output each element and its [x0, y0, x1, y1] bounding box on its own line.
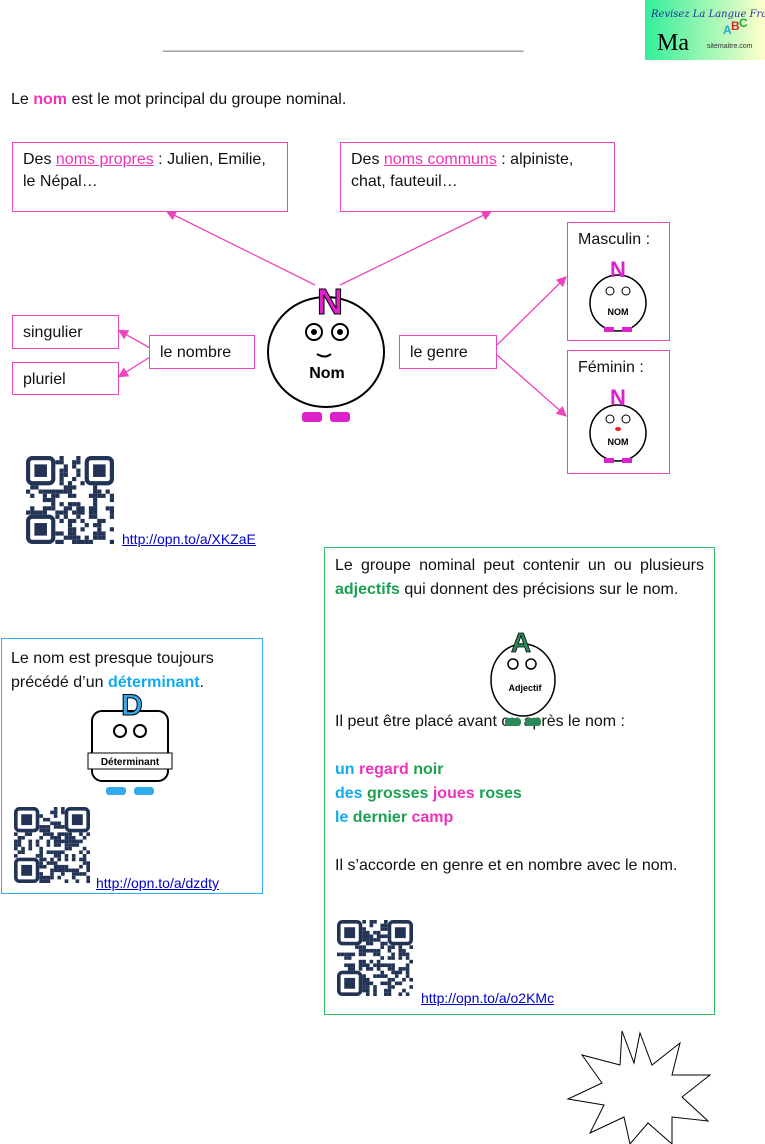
plural-box: pluriel	[12, 362, 119, 395]
proper-examples: : Julien, Emilie, le Népal…	[23, 151, 266, 190]
determinant-end: .	[199, 674, 204, 691]
ex3-noun: camp	[411, 809, 454, 826]
determinant-text: Le nom est presque toujours précédé d’un	[11, 650, 214, 691]
qr-code-determinant[interactable]	[13, 806, 90, 891]
header-line: ________________________________________…	[163, 38, 524, 52]
determinant-box: Le nom est presque toujours précédé d’un…	[1, 638, 263, 894]
ex1-noun: regard	[359, 761, 409, 778]
ex2-noun: joues	[432, 785, 475, 802]
svg-text:Ma: Ma	[657, 30, 689, 56]
example-1: un regard noir	[335, 758, 704, 782]
example-3: le dernier camp	[335, 806, 704, 830]
adjective-paragraph-2: Il peut être placé avant ou après le nom…	[335, 713, 625, 730]
svg-text:NOM: NOM	[608, 437, 629, 447]
proper-prefix: Des	[23, 151, 56, 168]
svg-text:A: A	[723, 23, 732, 37]
intro-before: Le	[11, 91, 34, 108]
svg-text:A: A	[511, 627, 531, 658]
intro-text: Le nom est le mot principal du groupe no…	[11, 91, 346, 109]
masculine-box: Masculin : N NOM	[567, 222, 670, 341]
svg-text:D: D	[121, 691, 143, 722]
masculine-label: Masculin :	[578, 231, 651, 248]
logo-image: Revisez La Langue Française Ma ABC sitem…	[650, 9, 765, 56]
svg-text:Déterminant: Déterminant	[101, 757, 160, 768]
gender-box: le genre	[399, 335, 497, 369]
feminine-character-icon: N NOM	[589, 385, 647, 463]
svg-text:Nom: Nom	[309, 365, 345, 382]
feminine-box: Féminin : N NOM	[567, 350, 670, 474]
diagram-arrows	[117, 210, 567, 417]
singular-box: singulier	[12, 315, 119, 349]
adjective-paragraph-3: Il s’accorde en genre et en nombre avec …	[335, 857, 678, 874]
intro-keyword: nom	[33, 91, 68, 108]
determinant-keyword: déterminant	[107, 674, 200, 691]
adjective-box: Le groupe nominal peut contenir un ou pl…	[324, 547, 715, 1015]
qr-code-nom[interactable]	[25, 455, 115, 549]
logo: Revisez La Langue Française Ma ABC sitem…	[645, 0, 765, 60]
svg-text:C: C	[739, 16, 748, 30]
svg-text:N: N	[610, 257, 626, 282]
feminine-label: Féminin :	[578, 359, 644, 376]
adjective-paragraph-1: Le groupe nominal peut contenir un ou pl…	[335, 554, 704, 602]
link-determinant[interactable]: http://opn.to/a/dzdty	[96, 875, 219, 891]
svg-text:NOM: NOM	[608, 307, 629, 317]
qr-code-adjectif[interactable]	[336, 919, 413, 1004]
svg-text:Revisez La Langue Française: Revisez La Langue Française	[650, 9, 765, 20]
svg-text:sitemaitre.com: sitemaitre.com	[707, 43, 753, 50]
p1-after: qui donnent des précisions sur le nom.	[399, 581, 679, 598]
ex2-adj1: grosses	[367, 785, 429, 802]
ex2-det: des	[335, 785, 363, 802]
common-keyword: noms communs	[383, 151, 497, 168]
ex1-det: un	[335, 761, 355, 778]
proper-keyword: noms propres	[55, 151, 154, 168]
common-examples: : alpiniste, chat, fauteuil…	[351, 151, 574, 190]
p1-before: Le groupe nominal peut contenir un ou pl…	[335, 557, 704, 574]
svg-text:N: N	[610, 385, 626, 410]
ex3-det: le	[335, 809, 349, 826]
masculine-character-icon: N NOM	[589, 257, 647, 332]
determinant-character-icon: D Déterminant	[87, 691, 173, 795]
proper-nouns-box: Des noms propres : Julien, Emilie, le Né…	[12, 142, 288, 212]
ex2-adj2: roses	[479, 785, 522, 802]
intro-after: est le mot principal du groupe nominal.	[67, 91, 347, 108]
number-box: le nombre	[149, 335, 255, 369]
example-2: des grosses joues roses	[335, 782, 704, 806]
ex1-adj: noir	[413, 761, 444, 778]
starburst-shape	[566, 1030, 712, 1144]
common-prefix: Des	[351, 151, 384, 168]
svg-text:Adjectif: Adjectif	[508, 683, 542, 693]
link-nom[interactable]: http://opn.to/a/XKZaE	[122, 531, 256, 547]
adjective-keyword: adjectifs	[335, 581, 400, 598]
nom-character-icon: N Nom	[267, 282, 385, 422]
link-adjectif[interactable]: http://opn.to/a/o2KMc	[421, 990, 555, 1006]
svg-text:B: B	[731, 19, 740, 33]
common-nouns-box: Des noms communs : alpiniste, chat, faut…	[340, 142, 615, 212]
ex3-adj: dernier	[352, 809, 408, 826]
adjective-character-icon: A Adjectif	[490, 627, 556, 726]
svg-text:N: N	[317, 282, 343, 322]
